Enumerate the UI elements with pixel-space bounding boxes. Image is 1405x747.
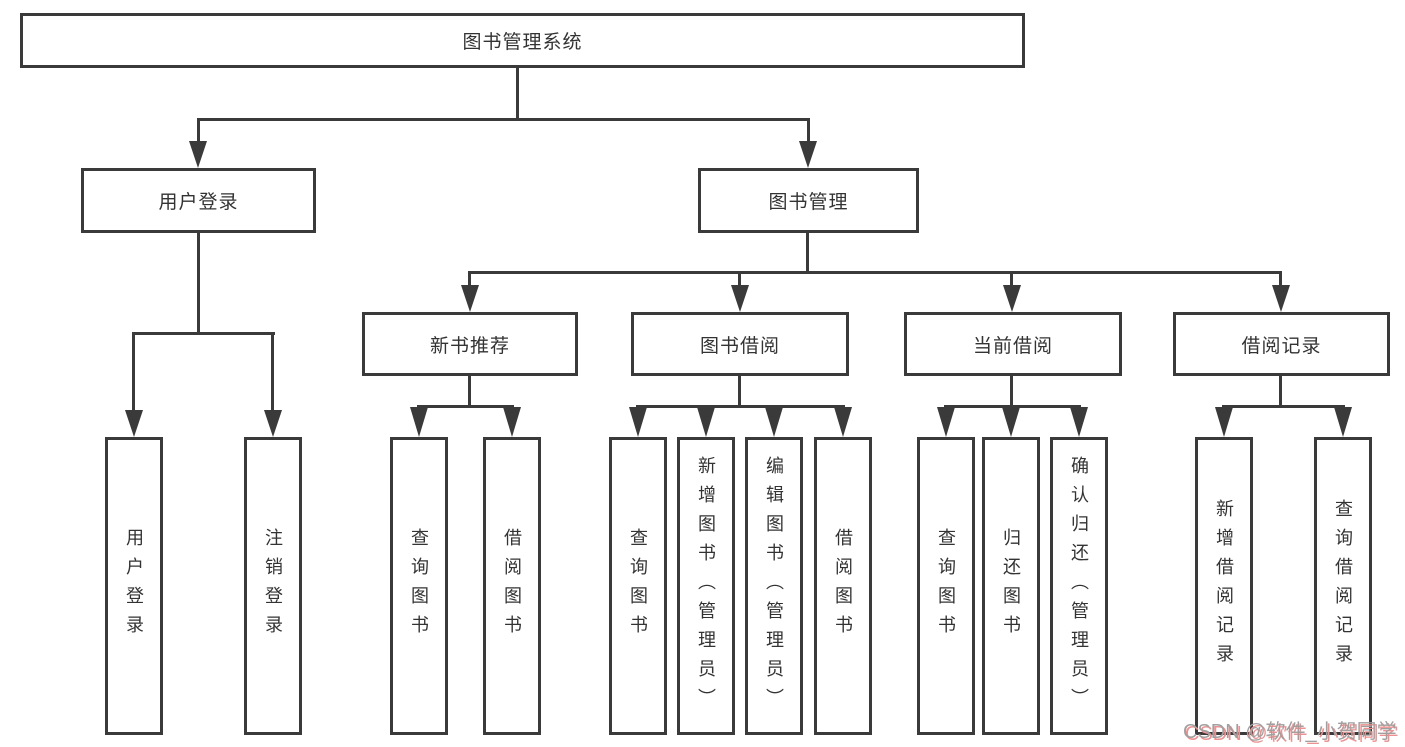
connector-current-borrow-bar: [944, 405, 1081, 408]
leaf-current-confirm-admin-label: 确认归还（管理员）: [1069, 455, 1089, 717]
connector-user-login-down: [197, 233, 200, 335]
node-book-management-label: 图书管理: [768, 192, 849, 213]
arrow-book-borrow-leaf2: [697, 407, 715, 437]
leaf-user-login-label: 用户登录: [124, 528, 144, 644]
connector-root-bar: [197, 118, 810, 121]
arrow-to-borrow-records: [1272, 285, 1290, 312]
arrow-book-borrow-leaf1: [629, 407, 647, 437]
leaf-bookborrow-add-admin: 新增图书（管理员）: [677, 437, 735, 735]
arrow-borrow-records-leaf2: [1334, 407, 1352, 437]
node-user-login-label: 用户登录: [158, 192, 239, 213]
arrow-to-login-leaf1: [125, 410, 143, 437]
arrow-current-borrow-leaf1: [937, 407, 955, 437]
leaf-current-return-label: 归还图书: [1001, 528, 1021, 644]
leaf-newbooks-query-label: 查询图书: [409, 528, 429, 644]
connector-current-borrow-down: [1010, 376, 1013, 408]
node-book-borrow-label: 图书借阅: [699, 335, 780, 357]
leaf-current-query-label: 查询图书: [936, 528, 956, 644]
arrow-to-book-borrow: [731, 285, 749, 312]
leaf-records-query: 查询借阅记录: [1314, 437, 1372, 735]
arrow-book-borrow-leaf3: [765, 407, 783, 437]
connector-new-books-bar: [417, 405, 514, 408]
leaf-logout-label: 注销登录: [263, 528, 283, 644]
node-user-login: 用户登录: [81, 168, 316, 233]
leaf-bookborrow-edit-admin-label: 编辑图书（管理员）: [764, 455, 784, 717]
connector-new-books-stem: [468, 271, 471, 288]
arrow-current-borrow-leaf2: [1002, 407, 1020, 437]
connector-login-leaf2-stem: [271, 332, 274, 412]
leaf-records-add: 新增借阅记录: [1195, 437, 1253, 735]
leaf-bookborrow-borrow: 借阅图书: [814, 437, 872, 735]
arrow-to-current-borrow: [1003, 285, 1021, 312]
connector-book-mgmt-down: [806, 233, 809, 274]
leaf-current-return: 归还图书: [982, 437, 1040, 735]
connector-user-login-stem: [197, 118, 200, 144]
node-current-borrow-label: 当前借阅: [972, 335, 1053, 357]
leaf-bookborrow-borrow-label: 借阅图书: [833, 528, 853, 644]
node-root-system: 图书管理系统: [20, 13, 1025, 68]
node-borrow-records: 借阅记录: [1173, 312, 1390, 376]
arrow-current-borrow-leaf3: [1070, 407, 1088, 437]
leaf-user-login: 用户登录: [105, 437, 163, 735]
arrow-to-new-books: [461, 285, 479, 312]
connector-borrow-records-bar: [1222, 405, 1345, 408]
leaf-logout: 注销登录: [244, 437, 302, 735]
node-root-label: 图书管理系统: [462, 32, 583, 53]
node-book-management: 图书管理: [698, 168, 919, 233]
connector-book-borrow-bar: [636, 405, 845, 408]
leaf-newbooks-borrow: 借阅图书: [483, 437, 541, 735]
arrow-to-book-mgmt: [799, 141, 817, 168]
connector-book-mgmt-bar: [468, 271, 1282, 274]
arrow-new-books-leaf2: [503, 407, 521, 437]
connector-new-books-down: [468, 376, 471, 408]
connector-book-mgmt-stem: [807, 118, 810, 144]
leaf-records-add-label: 新增借阅记录: [1214, 499, 1234, 673]
leaf-newbooks-query: 查询图书: [390, 437, 448, 735]
leaf-bookborrow-edit-admin: 编辑图书（管理员）: [745, 437, 803, 735]
leaf-current-query: 查询图书: [917, 437, 975, 735]
node-book-borrow: 图书借阅: [631, 312, 849, 376]
leaf-newbooks-borrow-label: 借阅图书: [502, 528, 522, 644]
node-borrow-records-label: 借阅记录: [1241, 335, 1322, 357]
connector-user-login-bar: [132, 332, 275, 335]
arrow-book-borrow-leaf4: [834, 407, 852, 437]
csdn-watermark: CSDN @软件_小贺同学: [1183, 721, 1397, 743]
connector-root-stem: [516, 68, 519, 120]
arrow-to-login-leaf2: [264, 410, 282, 437]
leaf-bookborrow-query: 查询图书: [609, 437, 667, 735]
connector-current-borrow-stem: [1010, 271, 1013, 288]
arrow-to-user-login: [189, 141, 207, 168]
node-current-borrow: 当前借阅: [904, 312, 1122, 376]
leaf-records-query-label: 查询借阅记录: [1333, 499, 1353, 673]
leaf-current-confirm-admin: 确认归还（管理员）: [1050, 437, 1108, 735]
connector-book-borrow-down: [738, 376, 741, 408]
arrow-borrow-records-leaf1: [1215, 407, 1233, 437]
leaf-bookborrow-add-admin-label: 新增图书（管理员）: [696, 455, 716, 717]
connector-borrow-records-down: [1279, 376, 1282, 408]
arrow-new-books-leaf1: [410, 407, 428, 437]
leaf-bookborrow-query-label: 查询图书: [628, 528, 648, 644]
connector-login-leaf1-stem: [132, 332, 135, 412]
connector-borrow-records-stem: [1279, 271, 1282, 288]
node-new-books-label: 新书推荐: [429, 335, 510, 357]
connector-book-borrow-stem: [738, 271, 741, 288]
node-new-books: 新书推荐: [362, 312, 578, 376]
